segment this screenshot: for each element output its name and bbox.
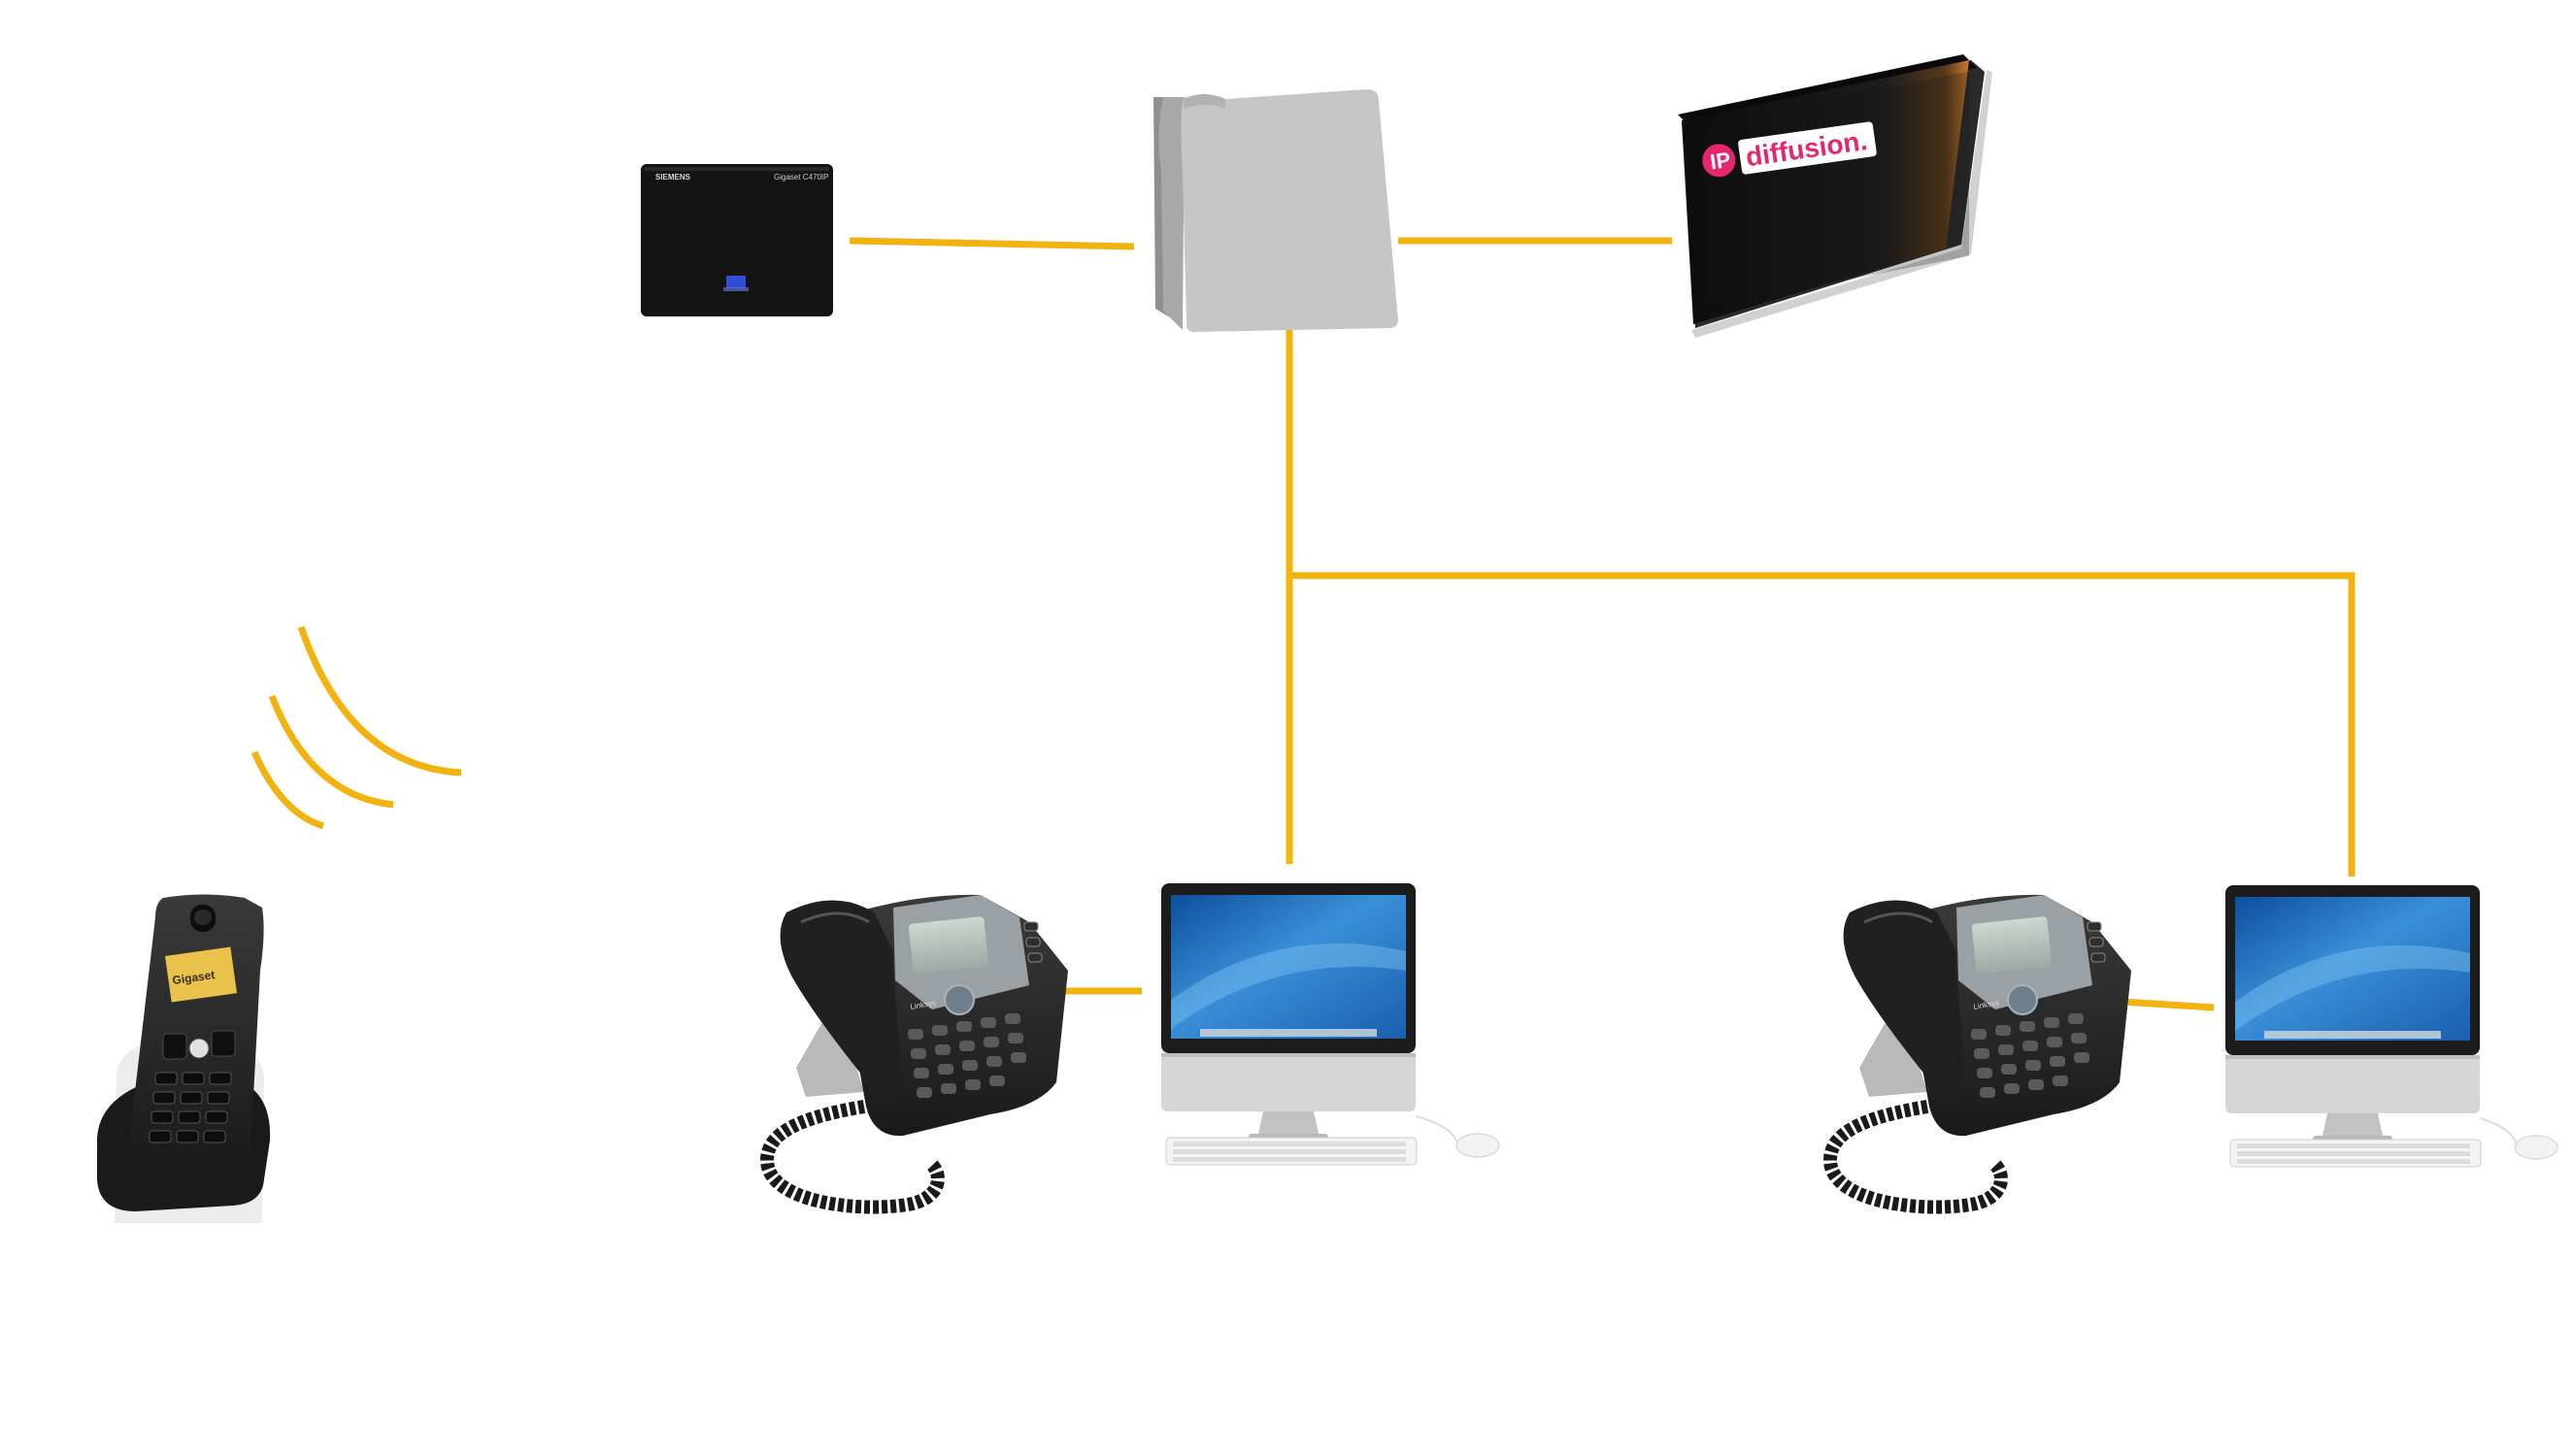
- ip-router: IP diffusion.: [1678, 54, 1992, 338]
- base-station-model: Gigaset C470IP: [774, 173, 828, 182]
- desktop-computer-right: [2225, 885, 2558, 1168]
- mouse: [2514, 1135, 2558, 1160]
- network-switch: [1153, 89, 1398, 332]
- ip-desk-phone-left: Linksys: [759, 894, 1068, 1214]
- monitor-screen: [1171, 895, 1406, 1039]
- link-branch-to-right-computer: [1289, 572, 2356, 877]
- link-base-station-to-switch: [849, 237, 1135, 250]
- monitor-screen: [2235, 897, 2470, 1041]
- handset-screen-text: Gigaset: [172, 968, 217, 987]
- router-logo-mark: IP: [1709, 148, 1732, 175]
- wireless-signal-icon: [251, 625, 462, 830]
- ip-desk-phone-right: Linksys: [1822, 894, 2131, 1214]
- status-led-icon: [726, 276, 746, 288]
- coiled-handset-cord: [759, 1100, 945, 1214]
- coiled-handset-cord: [1822, 1100, 2008, 1214]
- ip-logo-badge: [1702, 144, 1736, 178]
- dock-bar: [1200, 1029, 1377, 1037]
- phone-lcd: [1971, 916, 2053, 975]
- connection-lines: [849, 237, 2356, 1011]
- handset-screen: [165, 946, 238, 1003]
- phone-lcd: [908, 916, 989, 975]
- nav-button-icon: [2007, 984, 2038, 1015]
- mouse: [1455, 1133, 1500, 1158]
- desktop-computer-left: [1161, 883, 1500, 1166]
- dock-bar: [2264, 1031, 2441, 1039]
- base-station-brand: SIEMENS: [655, 173, 691, 182]
- dect-base-station: SIEMENS Gigaset C470IP: [641, 164, 833, 316]
- nav-button-icon: [944, 984, 975, 1015]
- dect-cordless-handset: Gigaset: [96, 894, 271, 1223]
